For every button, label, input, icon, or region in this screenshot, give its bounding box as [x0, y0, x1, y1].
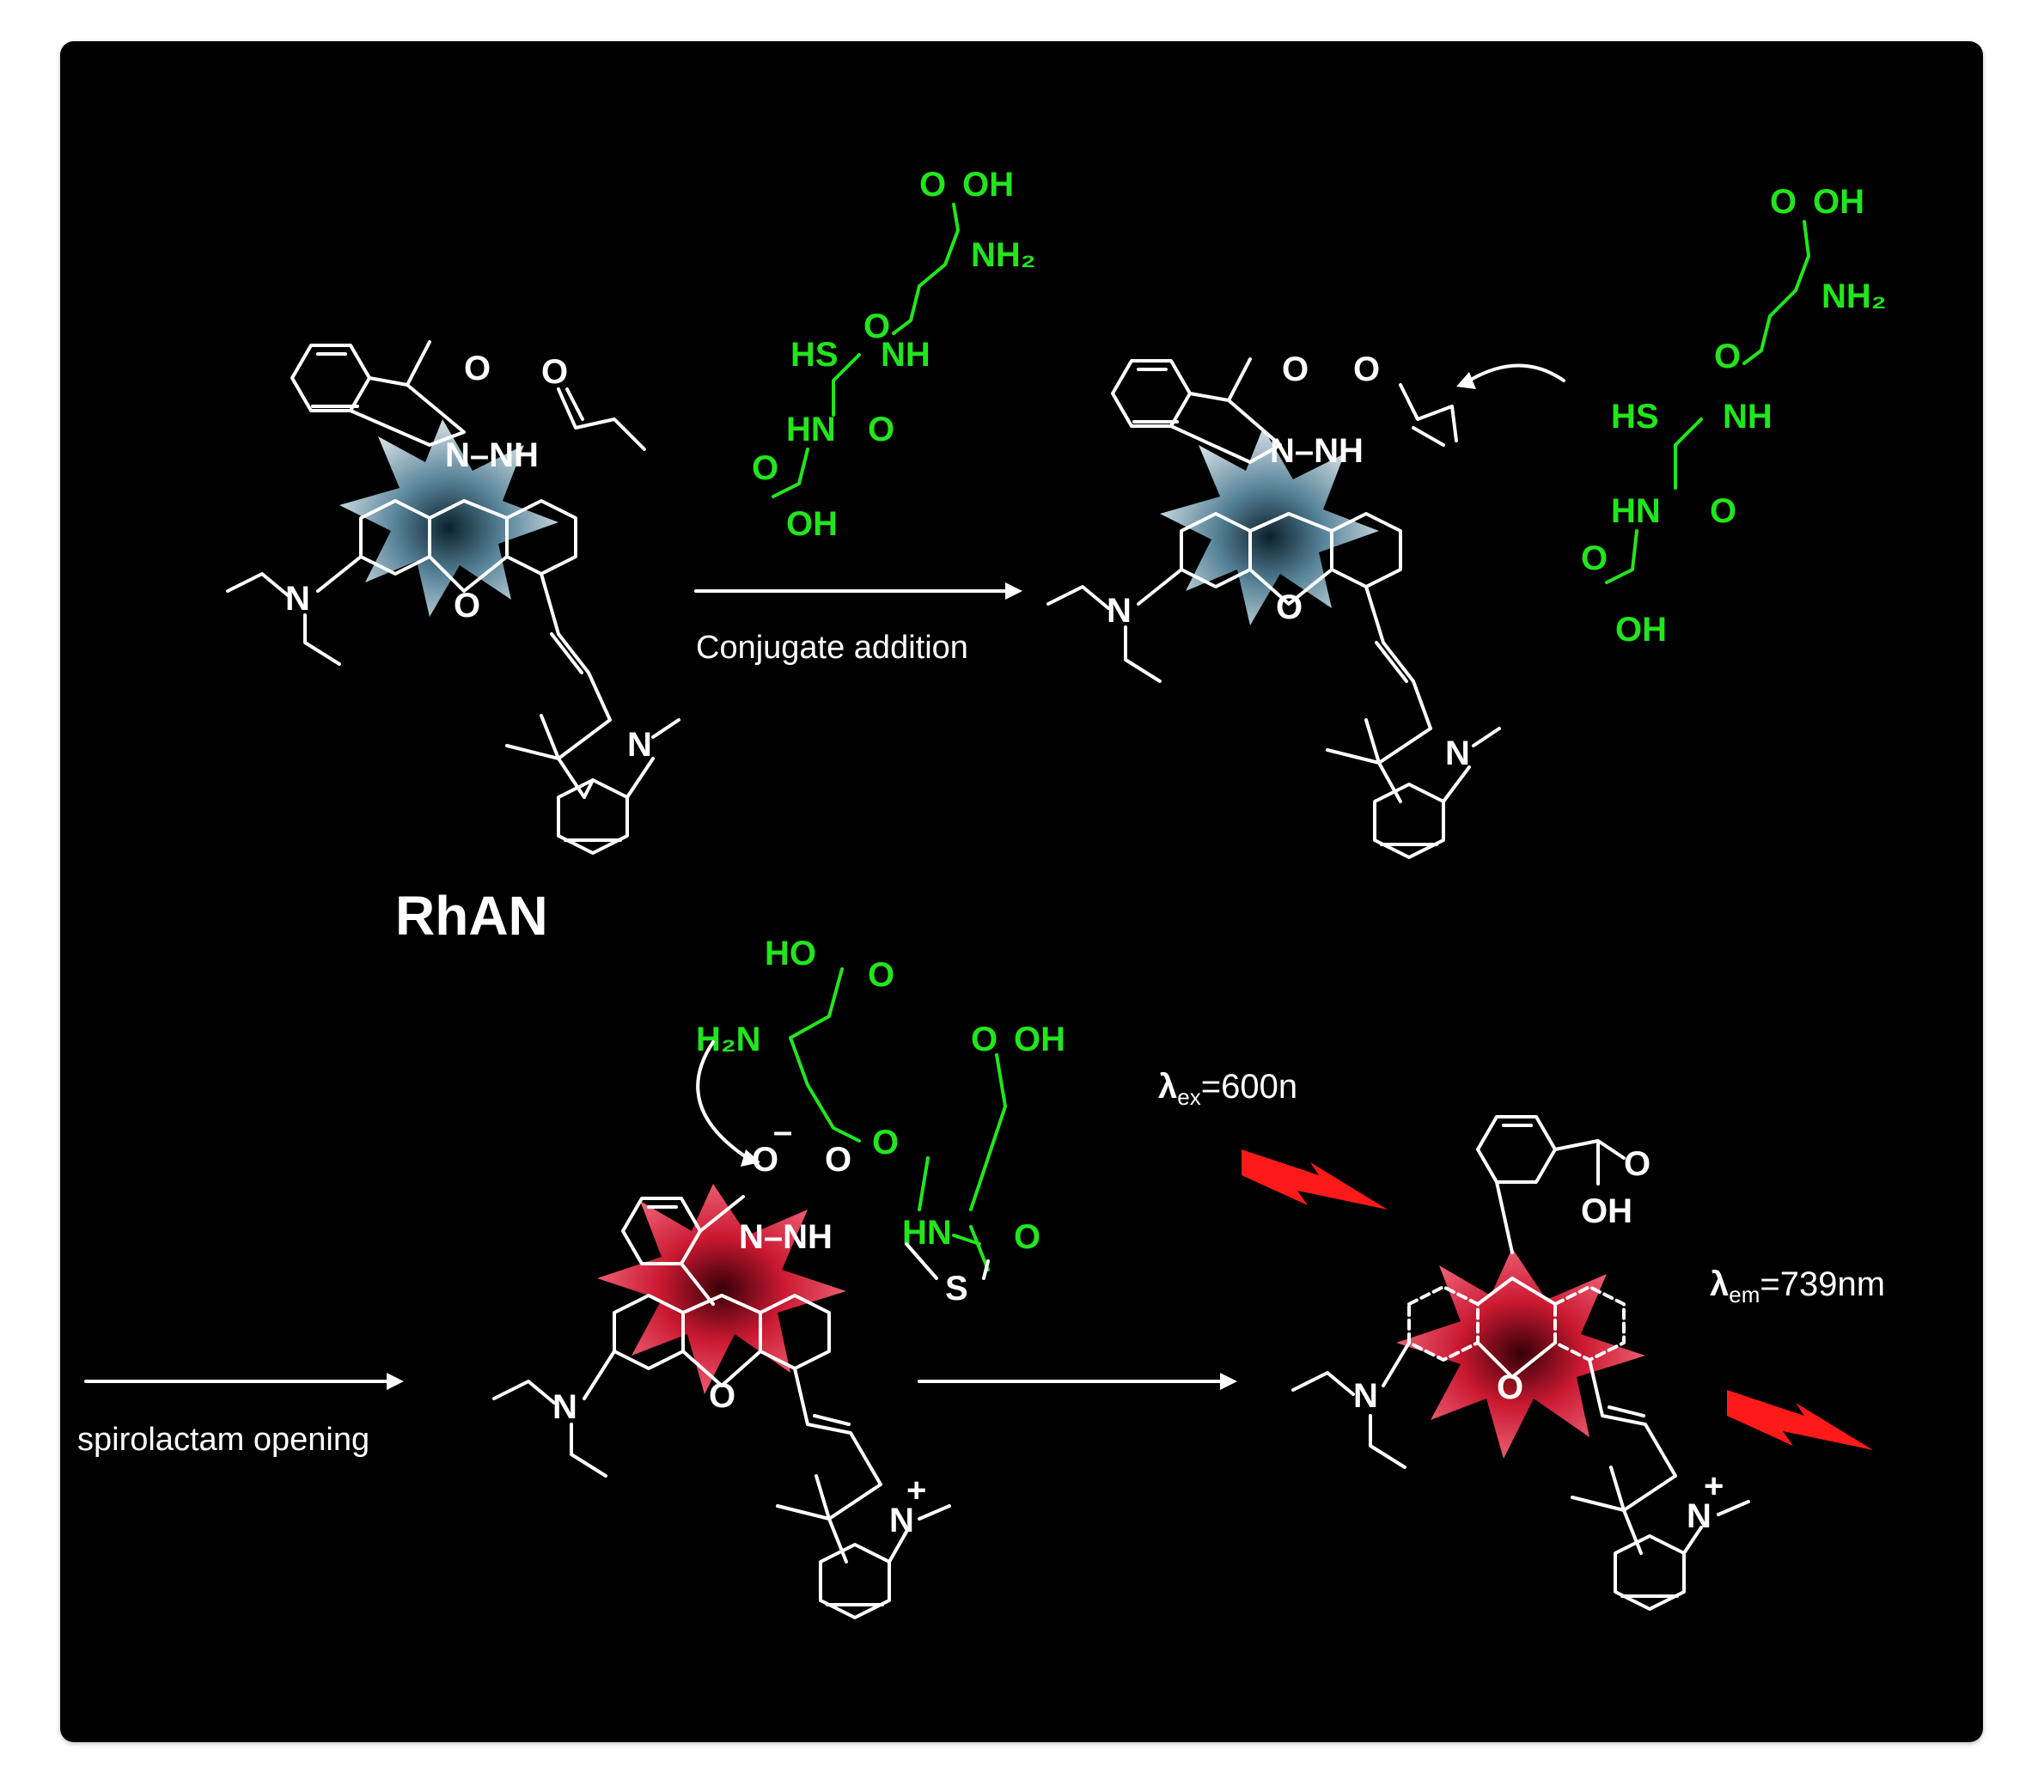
atom-o-acid: O [1624, 1145, 1650, 1183]
atom-oh: OH [1014, 1021, 1065, 1058]
atom-o3: O [752, 449, 778, 487]
atom-oh-acid: OH [1581, 1192, 1632, 1230]
atom-o-hydrazide: O [825, 1141, 851, 1179]
emission-label: λem=739nm [1710, 1265, 1885, 1307]
atom-nh: NH [1723, 398, 1772, 436]
glow-burst-on [597, 1184, 846, 1394]
atom-o3: O [1581, 539, 1608, 577]
atom-o2: O [868, 411, 894, 448]
atom-o-xanthene-4: O [1497, 1368, 1523, 1406]
attack-arrow-1 [1467, 363, 1565, 382]
atom-o-amide: O [863, 308, 890, 345]
charge-plus-2: + [1704, 1467, 1724, 1505]
bolt-emission [1727, 1390, 1873, 1450]
atom-ho: HO [765, 935, 816, 972]
atom-oh2: OH [786, 505, 838, 543]
step2-label: spirolactam opening [77, 1422, 369, 1458]
atom-o-amide: O [1714, 338, 1741, 375]
atom-n-indolium: N [889, 1502, 914, 1539]
charge-minus: – [773, 1112, 792, 1150]
arrow-step1 [694, 582, 1022, 600]
atom-n-indoline-2: N [1445, 734, 1470, 772]
molecule-product: O OH O N N + [1291, 1115, 1750, 1611]
excitation-label: λex=600n [1158, 1068, 1297, 1110]
atom-hn: HN [786, 411, 836, 448]
atom-nh2: NH₂ [971, 236, 1036, 274]
atom-n-amino-3: N [552, 1388, 577, 1426]
reaction-scheme: O N–NH O O N N RhAN O OH NH₂ O HS NH HN … [77, 166, 1887, 1619]
molecule-rhan: O N–NH O O N N [226, 340, 680, 855]
glow-burst-on-2 [1396, 1248, 1645, 1459]
atom-oh2: OH [1615, 611, 1667, 649]
atom-hs: HS [1611, 398, 1659, 436]
atom-o-cooh: O [971, 1021, 998, 1058]
scheme-panel: O N–NH O O N N RhAN O OH NH₂ O HS NH HN … [60, 41, 1983, 1742]
charge-plus: + [906, 1472, 926, 1509]
atom-n-amino-4: N [1353, 1377, 1378, 1415]
arrow-step2 [84, 1373, 404, 1390]
atom-hydrazone: N–NH [739, 1218, 833, 1256]
indoline-benzo [557, 778, 629, 855]
atom-o-xanthene-3: O [709, 1377, 735, 1415]
atom-n-amino-2: N [1107, 592, 1132, 630]
molecule-ring-opening: HO O H₂N O OH O HN O S O – O N–NH O N N … [492, 935, 1065, 1619]
glutathione-1: O OH NH₂ O HS NH HN O O OH [752, 166, 1036, 543]
atom-o: O [919, 166, 946, 204]
atom-hydrazide-2: N–NH [1270, 432, 1364, 470]
atom-o-xanthene-2: O [1276, 588, 1303, 626]
attack-arrow-2 [696, 1040, 749, 1160]
atom-o: O [868, 956, 894, 994]
atom-n-indoline: N [627, 726, 652, 764]
atom-o-minus: O [752, 1141, 778, 1179]
atom-oh: OH [1813, 183, 1864, 221]
atom-o-lactam-2: O [1282, 350, 1309, 388]
atom-hn: HN [1611, 492, 1661, 530]
atom-n-amino: N [285, 580, 310, 618]
atom-o-amide: O [872, 1124, 899, 1161]
molecule-intermediate: O N–NH O O N N [1046, 350, 1565, 859]
atom-o2: O [1710, 492, 1736, 530]
atom-hn: HN [902, 1214, 952, 1252]
arrow-step3 [918, 1373, 1237, 1390]
atom-oh: OH [962, 166, 1014, 204]
atom-hs: HS [790, 336, 839, 374]
xanthene-right [505, 499, 577, 576]
glow-burst-off [339, 419, 558, 617]
atom-o-acryl-2: O [1353, 350, 1380, 388]
compound-label-rhan: RhAN [395, 885, 548, 947]
atom-hydrazide: N–NH [445, 436, 539, 474]
glutathione-2: O OH NH₂ O HS NH HN O O OH [1581, 183, 1887, 649]
atom-s: S [945, 1270, 968, 1307]
bolt-excitation [1242, 1149, 1388, 1210]
step1-label: Conjugate addition [696, 630, 968, 666]
atom-nh: NH [881, 336, 930, 374]
atom-o-xanthene: O [454, 587, 480, 625]
atom-o: O [1770, 183, 1797, 221]
atom-o-lactam: O [464, 350, 491, 387]
atom-nh2: NH₂ [1821, 277, 1887, 315]
atom-o-acryl: O [541, 353, 568, 391]
atom-o-keto: O [1014, 1218, 1040, 1256]
